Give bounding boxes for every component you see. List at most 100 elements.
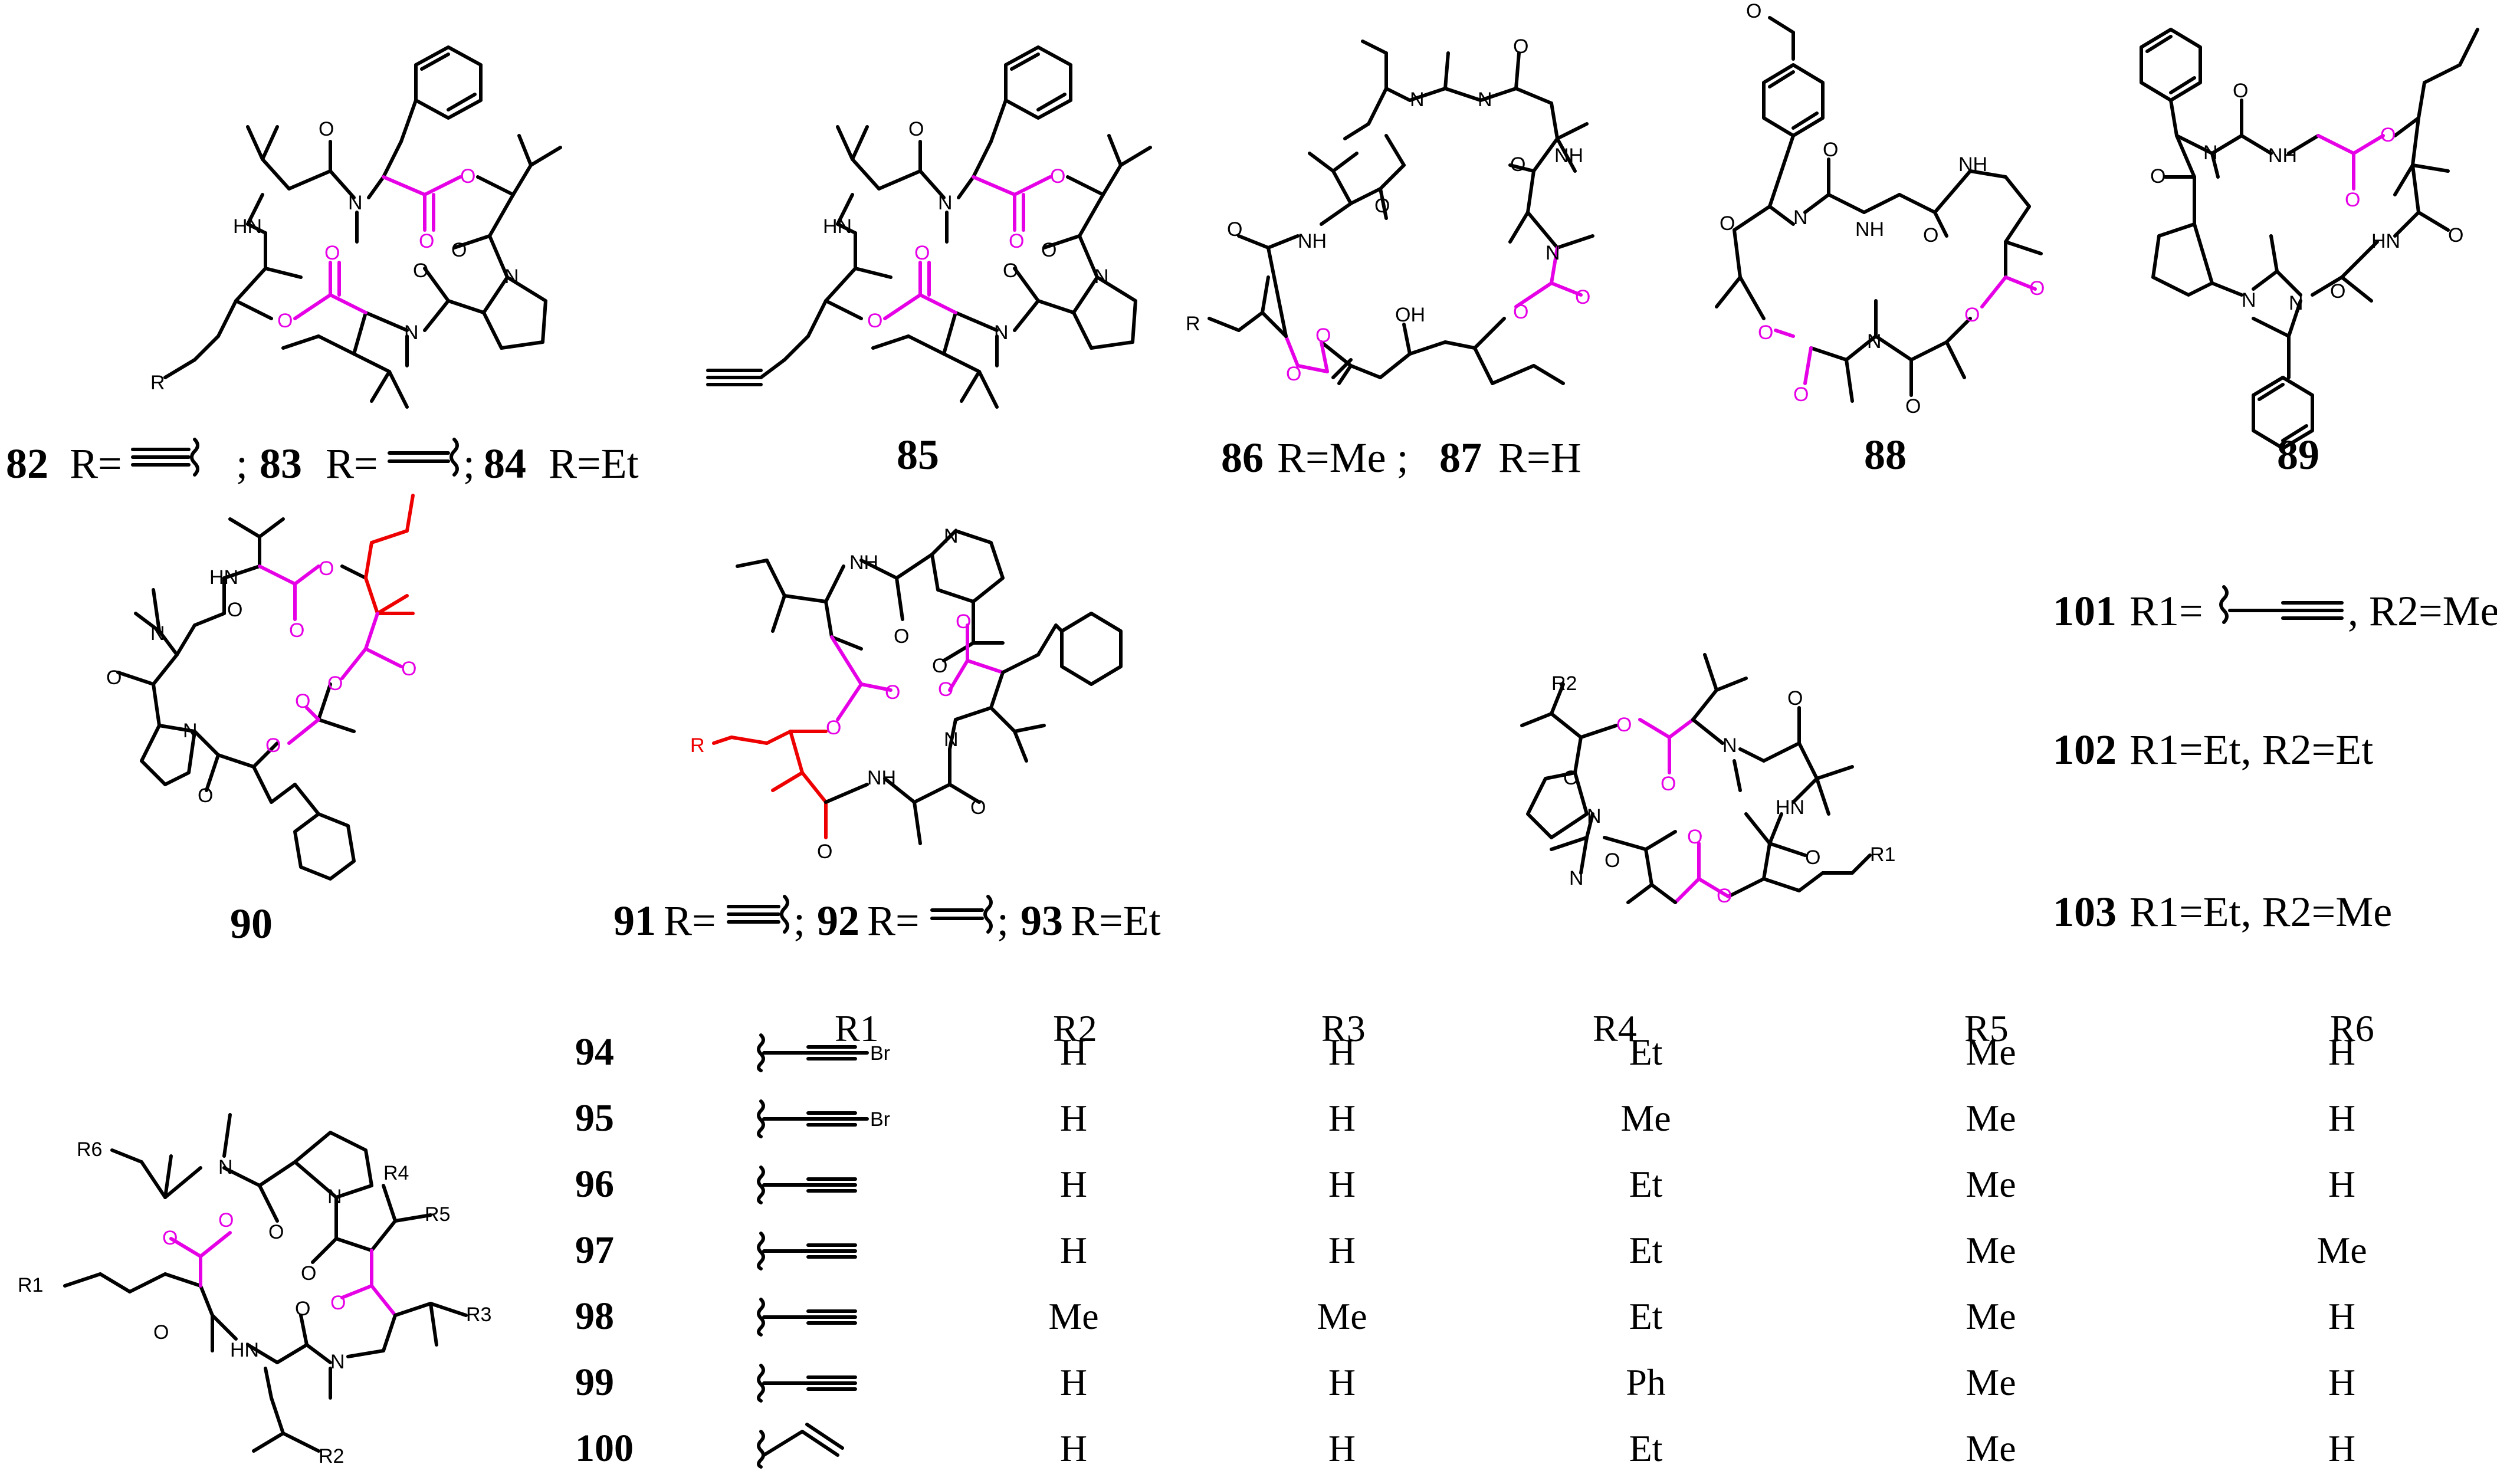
atom-n: N	[404, 321, 419, 344]
atom-hn: HN	[230, 1339, 259, 1361]
atom-o: O	[1787, 687, 1803, 710]
atom-n: N	[1410, 88, 1425, 111]
atom-o: O	[956, 610, 971, 633]
atom-o: O	[327, 672, 343, 695]
svg-text:R=: R=	[70, 440, 122, 487]
table-cell-r4: Et	[1629, 1229, 1663, 1271]
table-cell-r4: Et	[1629, 1295, 1663, 1337]
svg-text:86: 86	[1221, 434, 1264, 481]
atom-n: N	[150, 622, 165, 645]
table-cell-r4: Ph	[1626, 1361, 1666, 1403]
table-cell-r6: H	[2328, 1295, 2355, 1337]
svg-text:83: 83	[260, 440, 302, 487]
atom-o: O	[198, 784, 213, 807]
atom-n: N	[1546, 242, 1560, 264]
table-cell-r5: Me	[1966, 1427, 2016, 1469]
table-cell-r2: H	[1060, 1229, 1087, 1271]
atom-r: R	[1186, 313, 1200, 335]
atom-o: O	[1563, 767, 1579, 789]
svg-text:91: 91	[613, 897, 656, 944]
caption-86-87: 86 R=Me ; 87 R=H	[1221, 434, 1581, 481]
atom-o: O	[1286, 363, 1301, 385]
atom-o: O	[1604, 849, 1620, 872]
atom-o: O	[2380, 124, 2396, 146]
table-cell-r4: Et	[1629, 1427, 1663, 1469]
structure-91-93: NH N O O O O O O R O NH N O	[690, 525, 1123, 863]
atom-o: O	[162, 1227, 178, 1249]
atom-nh: NH	[849, 551, 878, 574]
atom-r6: R6	[77, 1138, 102, 1161]
atom-o: O	[413, 260, 428, 282]
atom-n: N	[944, 525, 959, 547]
atom-nh: NH	[867, 767, 896, 789]
svg-text:103: 103	[2053, 888, 2117, 935]
caption-102: 102 R1=Et, R2=Et	[2053, 726, 2373, 773]
table-cell-id: 100	[575, 1427, 634, 1470]
svg-text:R=Me ;: R=Me ;	[1277, 434, 1409, 481]
atom-hn: HN	[233, 215, 262, 238]
atom-n: N	[2203, 142, 2218, 164]
table-header-r1: R1	[835, 1007, 879, 1049]
atom-o: O	[2448, 224, 2463, 247]
table-header-r3: R3	[1321, 1007, 1366, 1049]
atom-r1: R1	[1870, 843, 1895, 866]
atom-o: O	[301, 1262, 316, 1285]
table-cell-id: 99	[575, 1361, 614, 1404]
table-cell-r3: H	[1328, 1097, 1356, 1139]
atom-o: O	[330, 1292, 346, 1314]
atom-hn: HN	[1776, 796, 1804, 819]
table-cell-r5: Me	[1966, 1229, 2016, 1271]
svg-text:R=Et: R=Et	[549, 440, 639, 487]
atom-n: N	[2289, 292, 2304, 314]
atom-o: O	[1003, 260, 1018, 282]
structure-94-100: R6 N O N O R4 R5 O R3 N O HN R2 O O O R1	[18, 1113, 491, 1467]
atom-o: O	[932, 655, 947, 677]
caption-91-93: 91 R= ; 92 R= ; 93 R=Et	[613, 895, 1161, 944]
atom-o: O	[908, 118, 924, 140]
svg-text:R1=Et, R2=Et: R1=Et, R2=Et	[2129, 726, 2373, 773]
atom-r5: R5	[425, 1203, 450, 1226]
atom-n: N	[504, 265, 519, 288]
atom-n: N	[1587, 805, 1602, 828]
atom-nh: NH	[2268, 145, 2297, 167]
atom-n: N	[1793, 206, 1808, 229]
atom-o: O	[2150, 165, 2165, 188]
atom-o: O	[153, 1321, 169, 1344]
atom-o: O	[319, 118, 334, 140]
table-cell-r2: H	[1060, 1427, 1087, 1469]
table-cell-r5: Me	[1966, 1031, 2016, 1073]
atom-o: O	[817, 841, 832, 863]
table-cell-r1-drawing: Br	[757, 1033, 890, 1072]
atom-n: N	[1569, 867, 1584, 889]
table-cell-r3: H	[1328, 1229, 1356, 1271]
atom-o: O	[1227, 218, 1242, 241]
atom-o: O	[867, 310, 882, 332]
atom-o: O	[2233, 80, 2248, 102]
table-cell-r2: H	[1060, 1163, 1087, 1205]
structure-88: O N O NH O NH O O O N O O O	[1715, 0, 2045, 418]
table-cell-r5: Me	[1966, 1361, 2016, 1403]
atom-nh: NH	[1855, 218, 1884, 241]
atom-o: O	[1758, 321, 1773, 344]
table-cell-id: 97	[575, 1229, 614, 1272]
caption-90: 90	[230, 900, 273, 947]
atom-br: Br	[870, 1108, 890, 1131]
table-cell-r1-drawing: Br	[757, 1099, 890, 1138]
atom-n: N	[2242, 289, 2256, 311]
atom-r: R	[150, 372, 165, 394]
table-cell-r2: H	[1060, 1097, 1087, 1139]
table-cell-r1-drawing	[757, 1423, 844, 1469]
table-cell-r2: Me	[1048, 1295, 1098, 1337]
atom-n: N	[348, 192, 363, 214]
caption-88: 88	[1864, 431, 1907, 478]
atom-o: O	[295, 1298, 310, 1320]
table-cell-r6: H	[2328, 1031, 2355, 1073]
atom-o: O	[1513, 35, 1528, 58]
atom-o: O	[1923, 224, 1938, 247]
